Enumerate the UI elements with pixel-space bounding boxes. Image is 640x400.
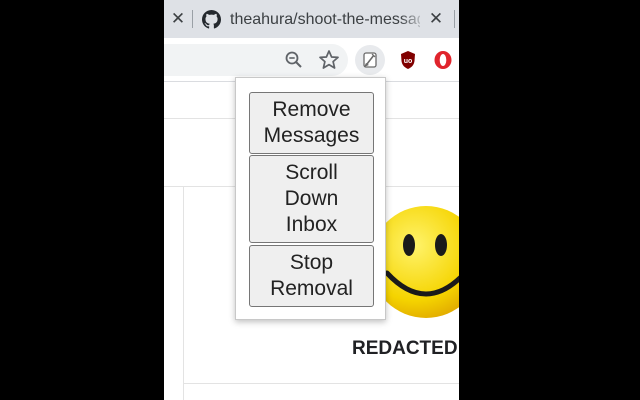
tab-separator: [192, 10, 193, 28]
star-icon[interactable]: [315, 46, 343, 74]
stop-removal-button[interactable]: Stop Removal: [249, 245, 374, 307]
close-icon[interactable]: ✕: [170, 9, 186, 28]
page-heading: REDACTED: [352, 338, 458, 359]
address-bar[interactable]: [164, 44, 348, 76]
tab-title[interactable]: theahura/shoot-the-messages: [230, 11, 420, 28]
opera-icon[interactable]: [429, 46, 457, 74]
browser-window: ✕ theahura/shoot-the-messages ✕: [164, 0, 459, 400]
broom-icon[interactable]: [356, 46, 384, 74]
svg-text:uo: uo: [404, 58, 413, 65]
tab-title-fade: [400, 8, 426, 32]
page-divider: [183, 186, 184, 400]
ublock-origin-icon[interactable]: uo: [394, 46, 422, 74]
tab-separator: [454, 10, 455, 28]
tab-strip: ✕ theahura/shoot-the-messages ✕: [164, 0, 459, 38]
github-icon: [202, 10, 221, 29]
remove-messages-button[interactable]: Remove Messages: [249, 92, 374, 154]
page-divider: [183, 383, 459, 384]
close-icon[interactable]: ✕: [428, 9, 444, 28]
extension-popup: Remove Messages Scroll Down Inbox Stop R…: [235, 77, 386, 320]
scroll-down-inbox-button[interactable]: Scroll Down Inbox: [249, 155, 374, 243]
smiley-icon: [370, 206, 459, 318]
zoom-out-icon[interactable]: [280, 46, 308, 74]
toolbar: uo: [164, 38, 459, 82]
